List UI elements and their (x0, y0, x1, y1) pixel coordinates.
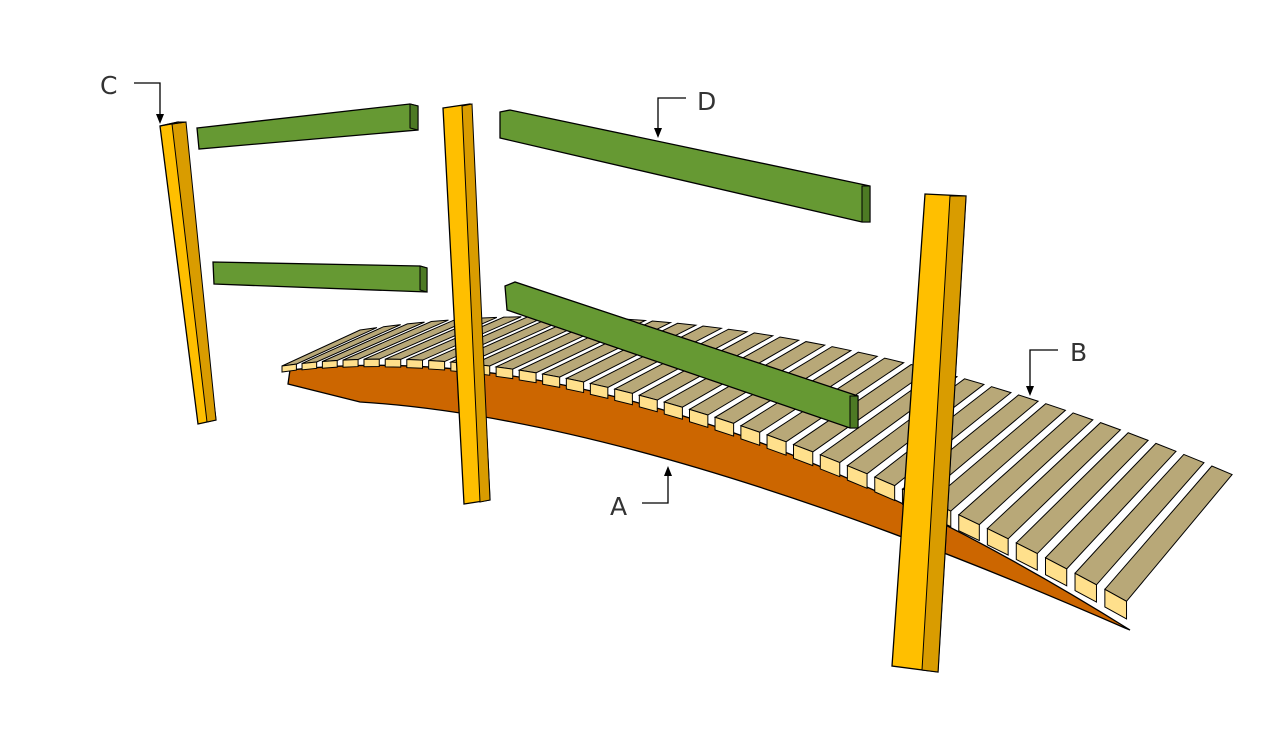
deck-board-edge (714, 416, 735, 437)
rail-lower-left (212, 261, 428, 293)
label-d: D (697, 87, 716, 116)
deck-board-edge (1104, 588, 1128, 620)
deck-board-edge (321, 359, 338, 369)
deck-board-edge (986, 527, 1009, 556)
post-left (159, 121, 217, 425)
deck-board-edge (958, 514, 980, 542)
deck-board-edge (766, 434, 787, 456)
deck-board-edge (281, 363, 297, 373)
leader-b (1026, 349, 1058, 396)
deck-board-edge (638, 394, 658, 413)
deck-board-edge (565, 377, 585, 394)
deck-board-edge (384, 358, 402, 368)
rail-upper-left (196, 103, 419, 150)
deck-board-edge (428, 359, 446, 371)
rail-lower-right (504, 281, 859, 429)
rail-upper-right-d (499, 109, 871, 223)
deck-board-edge (1074, 572, 1097, 603)
deck-board-edge (740, 425, 761, 447)
leader-a (642, 466, 672, 504)
deck-board-edge (406, 359, 424, 369)
post-middle (442, 103, 491, 505)
leader-d (654, 97, 686, 138)
deck-board-edge (1044, 556, 1068, 587)
stringer-a (287, 364, 1131, 631)
deck-board-edge (819, 454, 841, 478)
leader-c (134, 82, 164, 124)
deck-board-edge (874, 476, 896, 502)
deck-board-edge (846, 464, 868, 490)
deck-board-edge (342, 358, 359, 368)
deck-board-edge (793, 443, 814, 467)
deck-board-edge (518, 369, 537, 384)
label-b: B (1070, 338, 1087, 367)
post-right (891, 193, 967, 673)
label-c: C (100, 71, 117, 100)
deck-board-edge (663, 401, 683, 420)
deck-board-edge (542, 373, 561, 388)
deck-board-edge (614, 388, 633, 406)
label-a: A (610, 492, 627, 521)
deck-board-edge (363, 358, 380, 368)
deck-board-edge (589, 382, 609, 399)
deck-board-edge (495, 366, 514, 380)
deck-board-edge (1015, 542, 1038, 571)
deck-board-edge (688, 408, 709, 429)
deck-board-edge (301, 361, 318, 371)
